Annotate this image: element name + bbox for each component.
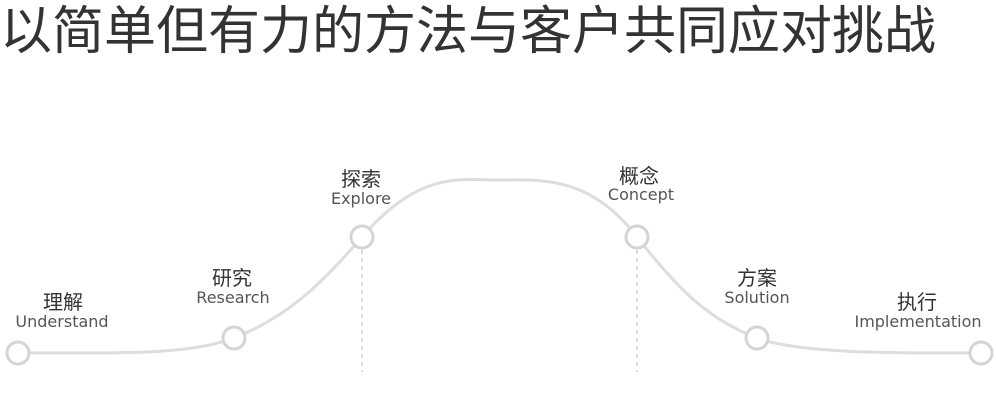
stage-label-cn: 方案 (737, 266, 777, 290)
stage-label-cn: 探索 (341, 167, 381, 191)
stage-research: 研究 Research (196, 266, 270, 351)
stage-solution: 方案 Solution (724, 266, 790, 351)
stage-node (349, 224, 375, 250)
stage-label-en: Understand (15, 312, 108, 331)
stage-label-cn: 理解 (43, 290, 83, 314)
stage-label-cn: 研究 (212, 266, 252, 290)
stage-implementation: 执行 Implementation (854, 290, 994, 366)
stage-concept: 概念 Concept (608, 164, 674, 250)
process-curve (17, 177, 982, 355)
stage-label-en: Research (196, 288, 269, 307)
stage-label-cn: 执行 (897, 290, 937, 314)
page-title: 以简单但有力的方法与客户共同应对挑战 (0, 2, 937, 62)
stage-node (744, 325, 770, 351)
stage-label-en: Solution (724, 288, 789, 307)
stage-explore: 探索 Explore (331, 167, 391, 250)
stage-node (221, 325, 247, 351)
stage-node (968, 340, 994, 366)
stage-node (624, 224, 650, 250)
stage-label-en: Implementation (854, 312, 981, 331)
stage-label-en: Explore (331, 189, 391, 208)
stage-label-cn: 概念 (619, 164, 659, 188)
stage-understand: 理解 Understand (5, 290, 109, 366)
stage-label-en: Concept (608, 185, 674, 204)
stage-node (5, 340, 31, 366)
